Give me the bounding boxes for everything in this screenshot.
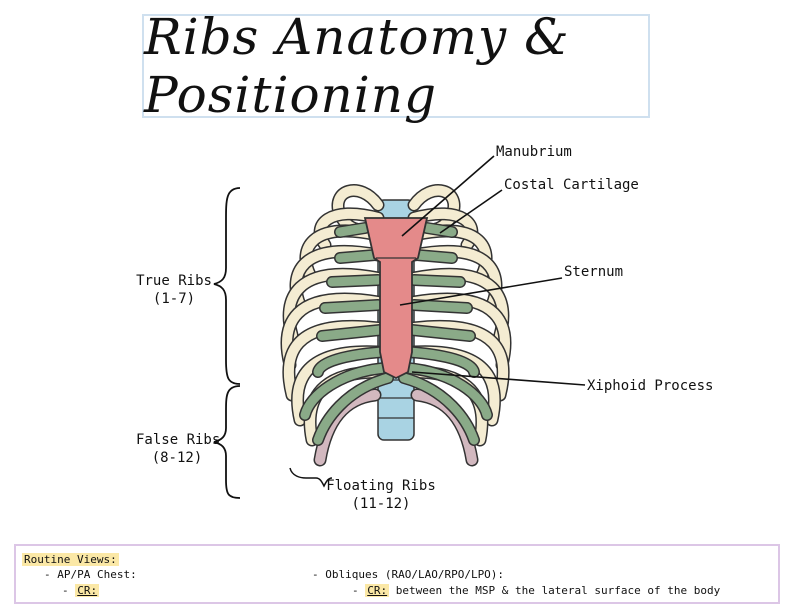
floating-ribs-brace: [289, 467, 333, 488]
obliques-cr-label: CR:: [365, 584, 390, 597]
manubrium-label: Manubrium: [496, 144, 572, 160]
ap-pa-chest: - AP/PA Chest:: [44, 568, 137, 581]
false-ribs-range: (8-12): [151, 450, 203, 466]
ap-pa-cr: - CR:: [62, 584, 100, 597]
ap-pa-cr-prefix: -: [62, 584, 76, 597]
routine-views-box: Routine Views: - AP/PA Chest: - CR: - Ob…: [14, 544, 780, 604]
sternum: [363, 217, 429, 380]
true-ribs-brace: [213, 187, 241, 385]
obliques-cr-prefix: -: [352, 584, 366, 597]
true-ribs-range: (1-7): [152, 291, 196, 307]
routine-views-heading: Routine Views:: [22, 553, 119, 566]
false-ribs-text: False Ribs: [136, 432, 221, 448]
xiphoid-label: Xiphoid Process: [587, 378, 714, 394]
floating-ribs-text: Floating Ribs: [326, 478, 436, 494]
true-ribs-text: True Ribs: [136, 273, 212, 289]
obliques: - Obliques (RAO/LAO/RPO/LPO):: [312, 568, 505, 581]
false-ribs-brace: [213, 385, 241, 499]
costal-cartilage-label: Costal Cartilage: [504, 177, 639, 193]
title-box: Ribs Anatomy & Positioning: [142, 8, 650, 124]
true-ribs-label: True Ribs (1-7): [136, 272, 212, 308]
sternum-label: Sternum: [564, 264, 624, 280]
false-ribs-label: False Ribs (8-12): [136, 431, 221, 467]
floating-ribs-label: Floating Ribs (11-12): [326, 477, 436, 513]
rib-cage-diagram: [213, 155, 586, 499]
obliques-cr: - CR: between the MSP & the lateral surf…: [352, 584, 720, 597]
routine-views-heading-text: Routine Views:: [22, 553, 119, 566]
leader-lines: [399, 155, 586, 386]
ap-pa-cr-label: CR:: [75, 584, 100, 597]
page-title: Ribs Anatomy & Positioning: [144, 8, 570, 124]
obliques-cr-text: between the MSP & the lateral surface of…: [389, 584, 721, 597]
floating-ribs-range: (11-12): [351, 496, 411, 512]
costal-cartilage: [299, 222, 493, 446]
